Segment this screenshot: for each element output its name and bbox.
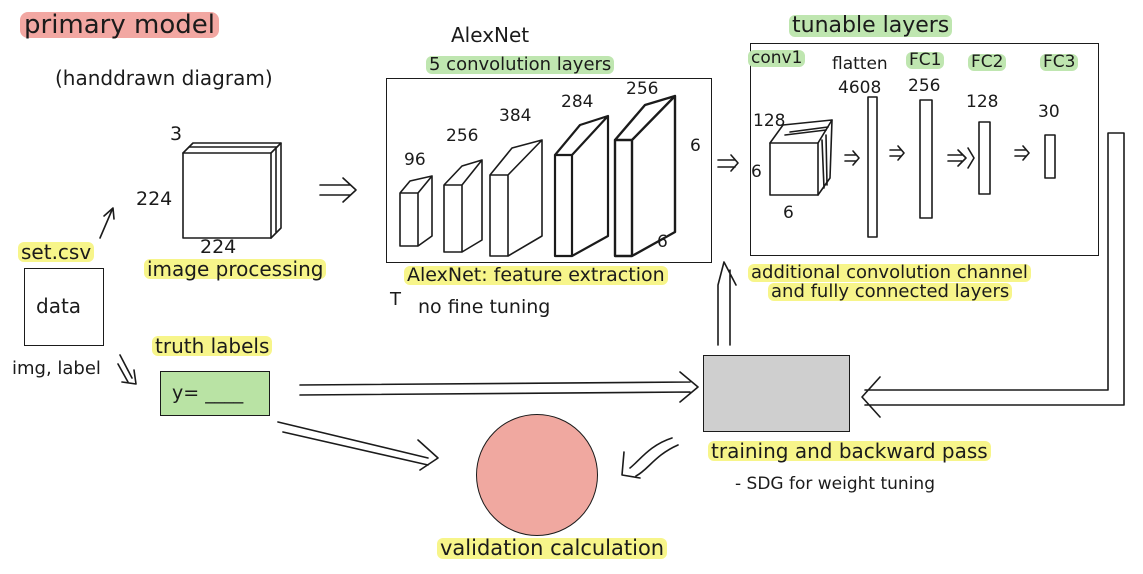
image-width-label: 224 — [200, 236, 237, 258]
tunable-footer-line2: and fully connected layers — [768, 283, 1013, 301]
training-note: - SDG for weight tuning — [735, 474, 935, 494]
validation-circle — [476, 414, 598, 536]
data-box-label: data — [36, 294, 82, 318]
alexnet-layer-3: 384 — [499, 106, 532, 126]
conv1-cube — [769, 119, 833, 196]
training-label: training and backward pass — [708, 441, 991, 461]
alexnet-conv-label: 5 convolution layers — [426, 56, 615, 74]
alexnet-title: AlexNet — [451, 23, 530, 47]
feedback-arrow — [861, 132, 1125, 418]
fc1-label: FC1 — [906, 52, 945, 69]
flatten-column — [867, 96, 878, 238]
alexnet-note-text: no fine tuning — [418, 296, 551, 318]
alexnet-output-h: 6 — [690, 136, 701, 156]
fc2-value: 128 — [966, 92, 999, 112]
fc3-label: FC3 — [1040, 54, 1079, 71]
conv1-w: 6 — [783, 203, 794, 223]
alexnet-layer-2: 256 — [446, 126, 479, 146]
tunable-title: tunable layers — [789, 15, 953, 37]
image-height-label: 224 — [136, 188, 173, 210]
arrow-truth-to-training — [299, 371, 699, 403]
training-box — [703, 355, 850, 432]
arrow-truth-to-validation — [277, 421, 439, 471]
conv1-label: conv1 — [748, 50, 806, 67]
alexnet-note-symbol: T — [390, 289, 401, 310]
alexnet-footer-label: AlexNet: feature extraction — [404, 266, 668, 285]
fc2-column — [978, 121, 991, 195]
data-box — [24, 268, 104, 346]
flatten-value: 4608 — [838, 78, 882, 98]
fc2-label: FC2 — [968, 54, 1007, 71]
img-label-text: img, label — [12, 358, 101, 379]
alexnet-box — [386, 78, 712, 263]
flatten-label: flatten — [832, 54, 888, 74]
arrow-training-to-tunable — [717, 261, 737, 346]
validation-label: validation calculation — [437, 538, 668, 559]
alexnet-layer-5: 256 — [626, 79, 659, 99]
image-cube — [182, 142, 282, 239]
conv1-depth: 128 — [753, 111, 786, 131]
truth-value: y= ____ — [172, 382, 244, 404]
fc3-column — [1044, 134, 1056, 179]
arrow-to-image — [99, 207, 115, 239]
truth-labels-title: truth labels — [152, 336, 273, 356]
page-subtitle: (handdrawn diagram) — [55, 66, 273, 90]
truth-value-box — [160, 371, 270, 416]
arrow-to-tunable — [717, 154, 739, 172]
arrow-training-to-validation — [621, 437, 679, 479]
conv1-h: 6 — [751, 162, 762, 182]
alexnet-layer-1: 96 — [404, 150, 426, 170]
image-channels-label: 3 — [170, 123, 183, 145]
tunable-box — [750, 43, 1099, 256]
fc3-value: 30 — [1038, 102, 1060, 122]
tunable-footer-line1: additional convolution channel — [748, 264, 1031, 282]
arrow-to-alexnet — [319, 177, 357, 203]
alexnet-blocks — [399, 94, 677, 258]
page-title: primary model — [20, 12, 219, 38]
image-processing-label: image processing — [144, 259, 327, 279]
fc1-column — [919, 99, 933, 219]
file-label: set.csv — [18, 242, 95, 262]
alexnet-layer-4: 284 — [561, 92, 594, 112]
fc1-value: 256 — [908, 76, 941, 96]
alexnet-output-w: 6 — [657, 232, 668, 252]
